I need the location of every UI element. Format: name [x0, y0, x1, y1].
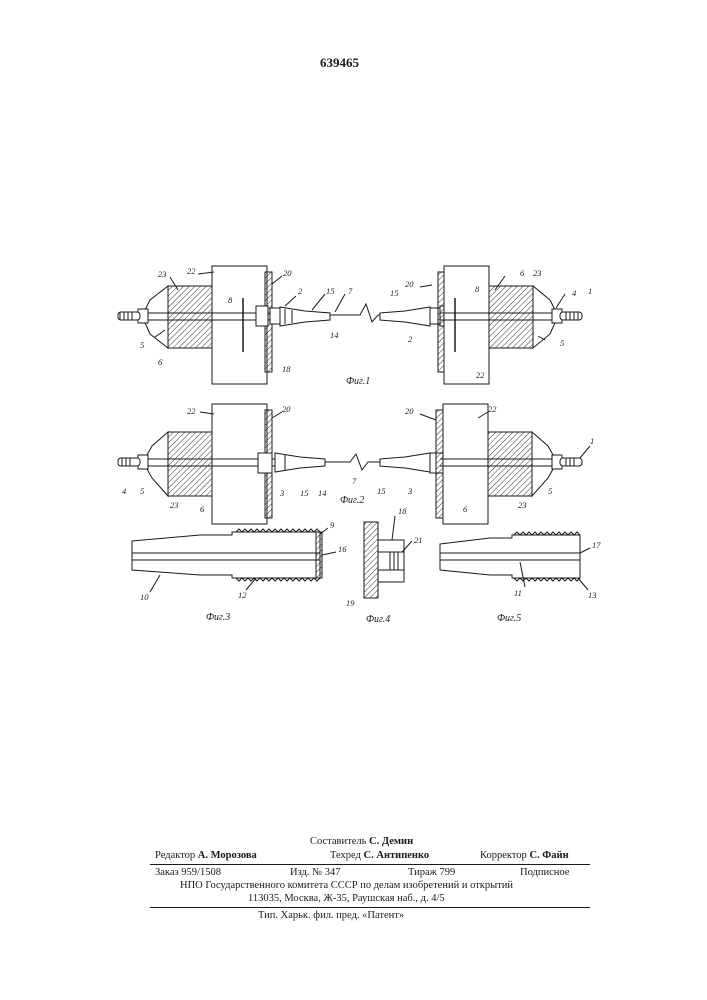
fig1-housing-right — [489, 286, 533, 348]
fig1-label: 4 — [572, 288, 577, 298]
fig2-label: 5 — [548, 486, 552, 496]
figure-3 — [132, 528, 336, 592]
figure-5 — [440, 532, 590, 590]
fig1-label: 5 — [560, 338, 564, 348]
fig2-label: 23 — [518, 500, 527, 510]
figure-4 — [364, 516, 412, 598]
fig2-label: 14 — [318, 488, 327, 498]
fig1-label: 15 — [326, 286, 335, 296]
fig1-housing-left — [168, 286, 212, 348]
fig1-label: 1 — [588, 286, 592, 296]
fig1-label: 15 — [390, 288, 399, 298]
fig2-label: 3 — [407, 486, 412, 496]
fig1-label: 18 — [282, 364, 291, 374]
fig1-label: 20 — [405, 279, 414, 289]
fig5-label: 13 — [588, 590, 597, 600]
fig2-label: 6 — [200, 504, 205, 514]
fig3-label: 9 — [330, 520, 335, 530]
fig1-label: 23 — [533, 268, 542, 278]
fig2-label: 20 — [405, 406, 414, 416]
figure-1 — [118, 266, 582, 384]
printer-line: Тип. Харьк. фил. пред. «Патент» — [258, 910, 404, 921]
fig1-label: 6 — [158, 357, 163, 367]
fig2-label: 1 — [590, 436, 594, 446]
fig4-label: 18 — [398, 506, 407, 516]
fig2-label: 22 — [187, 406, 196, 416]
fig2-label: 15 — [300, 488, 309, 498]
corrector-line: Корректор С. Файн — [480, 850, 569, 861]
order-number: Заказ 959/1508 — [155, 867, 221, 878]
fig2-label: 3 — [279, 488, 284, 498]
editor-line: Редактор А. Морозова — [155, 850, 257, 861]
compiler-line: Составитель С. Демин — [310, 836, 413, 847]
fig5-caption: Фиг.5 — [497, 613, 521, 624]
fig2-label: 7 — [352, 476, 357, 486]
circulation: Тираж 799 — [408, 867, 455, 878]
fig3-caption: Фиг.3 — [206, 612, 230, 623]
fig1-label: 2 — [298, 286, 303, 296]
fig1-label: 5 — [140, 340, 144, 350]
fig1-label: 6 — [520, 268, 525, 278]
fig4-label: 19 — [346, 598, 355, 608]
fig4-label: 21 — [414, 535, 423, 545]
fig5-label: 11 — [514, 588, 522, 598]
imprint-rule — [150, 864, 590, 865]
subscription: Подписное — [520, 867, 569, 878]
fig2-label: 20 — [282, 404, 291, 414]
fig2-label: 23 — [170, 500, 179, 510]
fig2-caption: Фиг.2 — [340, 495, 364, 506]
fig3-label: 16 — [338, 544, 347, 554]
fig1-label: 14 — [330, 330, 339, 340]
fig1-label: 22 — [187, 266, 196, 276]
fig5-label: 17 — [592, 540, 601, 550]
imprint-rule — [150, 907, 590, 908]
fig2-label: 5 — [140, 486, 144, 496]
fig1-caption: Фиг.1 — [346, 376, 370, 387]
fig4-caption: Фиг.4 — [366, 614, 390, 625]
organization-line: НПО Государственного комитета СССР по де… — [180, 880, 513, 891]
edition-number: Изд. № 347 — [290, 867, 341, 878]
fig3-label: 12 — [238, 590, 247, 600]
tech-line: Техред С. Антипенко — [330, 850, 429, 861]
fig3-label: 10 — [140, 592, 149, 602]
fig2-label: 22 — [488, 404, 497, 414]
fig1-label: 2 — [408, 334, 413, 344]
address-line: 113035, Москва, Ж-35, Раушская наб., д. … — [248, 893, 445, 904]
fig1-label: 22 — [476, 370, 485, 380]
fig2-label: 4 — [122, 486, 127, 496]
fig2-label: 15 — [377, 486, 386, 496]
fig1-wall-right — [444, 266, 489, 384]
fig1-label: 20 — [283, 268, 292, 278]
fig1-label: 23 — [158, 269, 167, 279]
fig1-label: 7 — [348, 286, 353, 296]
